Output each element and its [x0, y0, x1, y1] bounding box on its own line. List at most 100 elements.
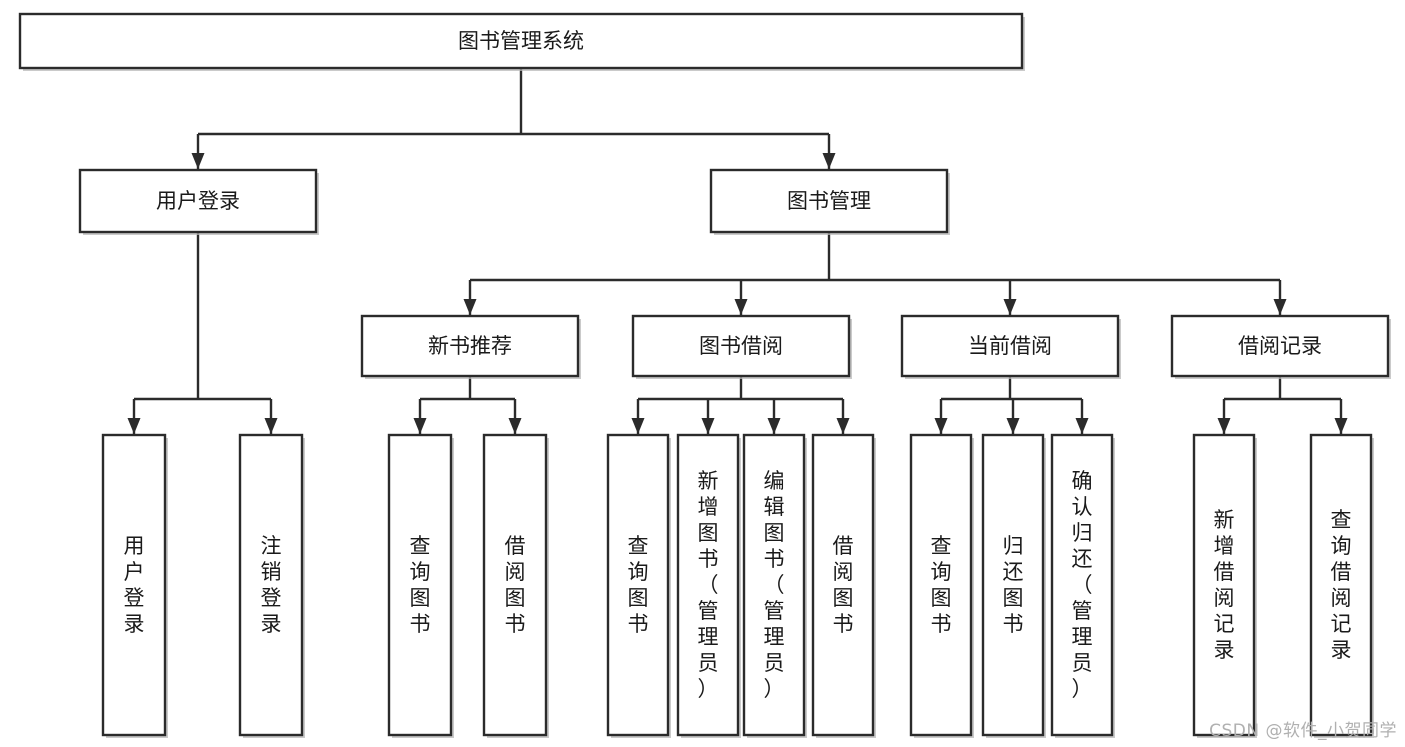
connector-group-book-borrow — [631, 376, 850, 434]
svg-text:查: 查 — [1331, 508, 1352, 532]
node-box-leaf-user-login[interactable] — [101, 433, 167, 737]
node-box-current-borrow[interactable] — [900, 314, 1120, 378]
svg-text:新: 新 — [1214, 508, 1235, 532]
node-root[interactable]: 图书管理系统 — [18, 12, 1025, 71]
svg-text:增: 增 — [698, 495, 719, 519]
svg-text:辑: 辑 — [764, 495, 785, 519]
svg-text:编: 编 — [764, 469, 785, 493]
svg-text:登: 登 — [261, 586, 282, 610]
node-box-leaf-edit-book-admin[interactable] — [742, 433, 806, 737]
node-box-leaf-query-book-rec[interactable] — [387, 433, 453, 737]
node-box-book-manage[interactable] — [709, 168, 949, 234]
node-label-user-login: 用户登录 — [156, 189, 240, 213]
svg-text:管: 管 — [698, 599, 719, 623]
node-new-book-recommend[interactable]: 新书推荐 — [360, 314, 581, 379]
svg-text:录: 录 — [1214, 638, 1235, 662]
node-box-leaf-return-book[interactable] — [981, 433, 1045, 737]
node-box-leaf-query-book-current[interactable] — [909, 433, 973, 737]
node-box-leaf-confirm-return-admin[interactable] — [1050, 433, 1114, 737]
node-label-book-borrow: 图书借阅 — [699, 334, 783, 358]
svg-text:员: 员 — [764, 651, 785, 675]
svg-text:阅: 阅 — [1214, 586, 1235, 610]
svg-text:）: ） — [1072, 677, 1093, 701]
node-current-borrow[interactable]: 当前借阅 — [900, 314, 1121, 379]
svg-text:确: 确 — [1072, 469, 1093, 493]
svg-text:认: 认 — [1072, 495, 1093, 519]
svg-text:记: 记 — [1331, 612, 1352, 636]
connector-group-borrow-record — [1217, 376, 1348, 434]
connector-layer — [127, 68, 1348, 434]
svg-text:录: 录 — [1331, 638, 1352, 662]
svg-text:）: ） — [764, 677, 785, 701]
svg-text:借: 借 — [505, 534, 526, 558]
svg-text:图: 图 — [698, 521, 719, 545]
svg-text:询: 询 — [410, 560, 431, 584]
node-leaf-user-login[interactable]: 用户登录 — [101, 433, 168, 738]
node-user-login[interactable]: 用户登录 — [78, 168, 319, 235]
svg-text:归: 归 — [1072, 521, 1093, 545]
node-box-book-borrow[interactable] — [631, 314, 851, 378]
node-box-leaf-borrow-book[interactable] — [811, 433, 875, 737]
svg-text:图: 图 — [764, 521, 785, 545]
svg-text:书: 书 — [764, 547, 785, 571]
node-label-borrow-record: 借阅记录 — [1238, 334, 1322, 358]
svg-text:书: 书 — [698, 547, 719, 571]
svg-text:询: 询 — [1331, 534, 1352, 558]
node-box-leaf-query-borrow-record[interactable] — [1309, 433, 1373, 737]
node-book-manage[interactable]: 图书管理 — [709, 168, 950, 235]
node-box-leaf-borrow-book-rec[interactable] — [482, 433, 548, 737]
svg-text:录: 录 — [261, 612, 282, 636]
node-label-new-book-recommend: 新书推荐 — [428, 334, 512, 358]
svg-text:查: 查 — [931, 534, 952, 558]
svg-text:图: 图 — [628, 586, 649, 610]
svg-text:登: 登 — [124, 586, 145, 610]
svg-text:销: 销 — [261, 560, 282, 584]
node-label-root: 图书管理系统 — [458, 29, 584, 53]
svg-text:询: 询 — [931, 560, 952, 584]
svg-text:）: ） — [698, 677, 719, 701]
svg-text:员: 员 — [1072, 651, 1093, 675]
connector-group-current-borrow — [934, 376, 1089, 434]
node-box-borrow-record[interactable] — [1170, 314, 1390, 378]
svg-text:图: 图 — [1003, 586, 1024, 610]
svg-text:理: 理 — [1072, 625, 1093, 649]
svg-text:（: （ — [698, 573, 719, 597]
svg-text:阅: 阅 — [505, 560, 526, 584]
node-box-leaf-add-book-admin[interactable] — [676, 433, 740, 737]
svg-text:借: 借 — [833, 534, 854, 558]
node-box-leaf-add-borrow-record[interactable] — [1192, 433, 1256, 737]
node-book-borrow[interactable]: 图书借阅 — [631, 314, 852, 379]
node-box-leaf-query-book-borrow[interactable] — [606, 433, 670, 737]
node-box-leaf-logout[interactable] — [238, 433, 304, 737]
node-box-user-login[interactable] — [78, 168, 318, 234]
svg-text:录: 录 — [124, 612, 145, 636]
node-box-new-book-recommend[interactable] — [360, 314, 580, 378]
node-box-root[interactable] — [18, 12, 1024, 70]
svg-text:（: （ — [764, 573, 785, 597]
svg-text:阅: 阅 — [1331, 586, 1352, 610]
svg-text:（: （ — [1072, 573, 1093, 597]
node-borrow-record[interactable]: 借阅记录 — [1170, 314, 1391, 379]
svg-text:员: 员 — [698, 651, 719, 675]
csdn-watermark: CSDN @软件_小贺同学 — [1209, 721, 1397, 741]
